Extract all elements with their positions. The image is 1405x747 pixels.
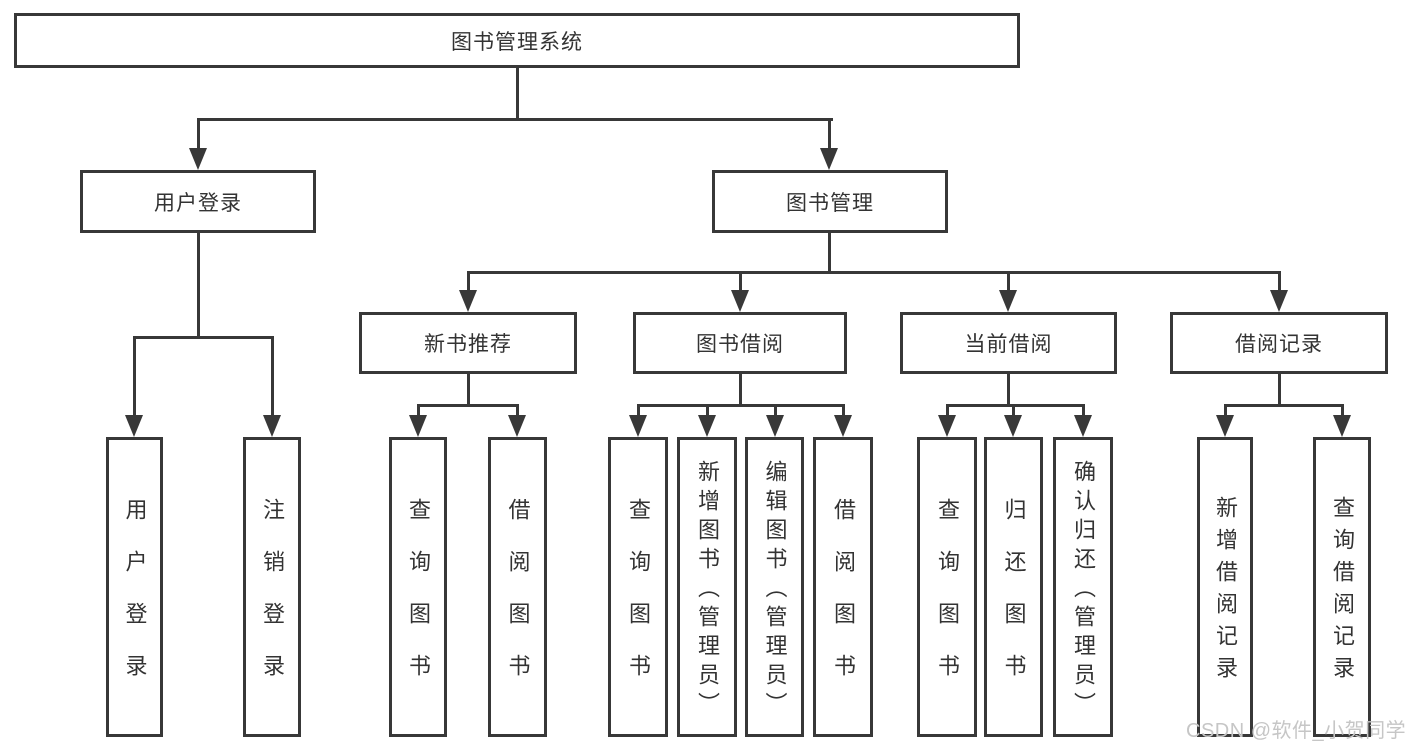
arrowhead-down-icon [820, 148, 838, 170]
node-label: 查询图书 [626, 498, 651, 706]
node-confirm-return-admin: 确认归还（管理员） [1053, 437, 1113, 737]
node-add-borrow-record: 新增借阅记录 [1197, 437, 1253, 737]
connector-stem-logout [271, 336, 274, 417]
connector-stem-query-books-3 [946, 404, 949, 417]
node-label: 查询图书 [406, 498, 431, 706]
node-borrow-books-recommend: 借阅图书 [488, 437, 547, 737]
connector-stem-borrow-books-1 [516, 404, 519, 417]
connector-book-borrowing-horizontal [637, 404, 845, 407]
node-logout: 注销登录 [243, 437, 301, 737]
node-label: 图书借阅 [696, 333, 784, 356]
connector-stem-add-record [1224, 404, 1227, 417]
connector-stem-new-book-recommend [467, 271, 470, 292]
connector-user-login-horizontal [133, 336, 274, 339]
node-label: 新增图书（管理员） [695, 460, 720, 721]
arrowhead-down-icon [834, 415, 852, 437]
node-return-books: 归还图书 [984, 437, 1043, 737]
node-login: 用户登录 [106, 437, 163, 737]
node-borrow-records: 借阅记录 [1170, 312, 1388, 374]
node-new-book-recommend: 新书推荐 [359, 312, 577, 374]
connector-stem-login [133, 336, 136, 417]
arrowhead-down-icon [766, 415, 784, 437]
node-query-books-borrowing: 查询图书 [608, 437, 668, 737]
connector-user-login-stub [197, 233, 200, 339]
node-label: 注销登录 [260, 498, 285, 706]
arrowhead-down-icon [731, 290, 749, 312]
node-label: 图书管理系统 [451, 30, 583, 54]
node-label: 借阅记录 [1235, 333, 1323, 356]
connector-stem-confirm-return [1082, 404, 1085, 417]
node-query-books-recommend: 查询图书 [389, 437, 447, 737]
node-book-borrowing: 图书借阅 [633, 312, 847, 374]
node-label: 确认归还（管理员） [1071, 460, 1096, 721]
connector-stem-return-books [1012, 404, 1015, 417]
arrowhead-down-icon [629, 415, 647, 437]
arrowhead-down-icon [1333, 415, 1351, 437]
connector-book-management-horizontal [467, 271, 1281, 274]
node-label: 图书管理 [786, 191, 874, 215]
arrowhead-down-icon [1004, 415, 1022, 437]
arrowhead-down-icon [189, 148, 207, 170]
connector-stem-current-borrowing [1007, 271, 1010, 292]
arrowhead-down-icon [125, 415, 143, 437]
node-label: 查询借阅记录 [1330, 496, 1355, 688]
connector-root-horizontal [197, 118, 833, 121]
node-label: 借阅图书 [831, 498, 856, 706]
connector-stem-query-books-2 [637, 404, 640, 417]
node-label: 用户登录 [154, 191, 242, 215]
connector-book-borrowing-stub [739, 374, 742, 407]
node-edit-books-admin: 编辑图书（管理员） [745, 437, 804, 737]
arrowhead-down-icon [1074, 415, 1092, 437]
arrowhead-down-icon [1270, 290, 1288, 312]
arrowhead-down-icon [698, 415, 716, 437]
node-borrow-books-borrowing: 借阅图书 [813, 437, 873, 737]
node-label: 归还图书 [1001, 498, 1027, 706]
connector-new-book-recommend-stub [467, 374, 470, 407]
node-query-books-current: 查询图书 [917, 437, 977, 737]
arrowhead-down-icon [409, 415, 427, 437]
connector-book-management-stub [828, 233, 831, 274]
connector-borrow-records-horizontal [1224, 404, 1344, 407]
connector-stem-query-record [1341, 404, 1344, 417]
connector-stem-add-books [706, 404, 709, 417]
connector-stem-query-books-1 [417, 404, 420, 417]
connector-current-borrowing-stub [1007, 374, 1010, 407]
node-label: 用户登录 [122, 498, 148, 706]
connector-stem-edit-books [774, 404, 777, 417]
connector-current-borrowing-horizontal [946, 404, 1085, 407]
connector-root-stub [516, 68, 519, 121]
node-book-management: 图书管理 [712, 170, 948, 233]
node-user-login: 用户登录 [80, 170, 316, 233]
node-label: 查询图书 [935, 498, 960, 706]
connector-stem-borrow-records [1278, 271, 1281, 292]
node-label: 新增借阅记录 [1213, 496, 1238, 688]
node-library-management-system: 图书管理系统 [14, 13, 1020, 68]
node-label: 当前借阅 [964, 333, 1053, 356]
node-current-borrowing: 当前借阅 [900, 312, 1117, 374]
watermark: CSDN @软件_小贺同学 [1186, 720, 1405, 742]
node-label: 新书推荐 [424, 333, 512, 356]
arrowhead-down-icon [1216, 415, 1234, 437]
arrowhead-down-icon [263, 415, 281, 437]
connector-stem-borrow-books-2 [842, 404, 845, 417]
node-label: 编辑图书（管理员） [762, 460, 788, 721]
connector-borrow-records-stub [1278, 374, 1281, 407]
arrowhead-down-icon [459, 290, 477, 312]
node-label: 借阅图书 [505, 498, 531, 706]
connector-stem-book-management [828, 118, 831, 150]
arrowhead-down-icon [999, 290, 1017, 312]
node-query-borrow-record: 查询借阅记录 [1313, 437, 1371, 737]
connector-stem-user-login [197, 118, 200, 150]
arrowhead-down-icon [508, 415, 526, 437]
connector-new-book-recommend-horizontal [417, 404, 519, 407]
node-add-books-admin: 新增图书（管理员） [677, 437, 737, 737]
arrowhead-down-icon [938, 415, 956, 437]
connector-stem-book-borrowing [739, 271, 742, 292]
